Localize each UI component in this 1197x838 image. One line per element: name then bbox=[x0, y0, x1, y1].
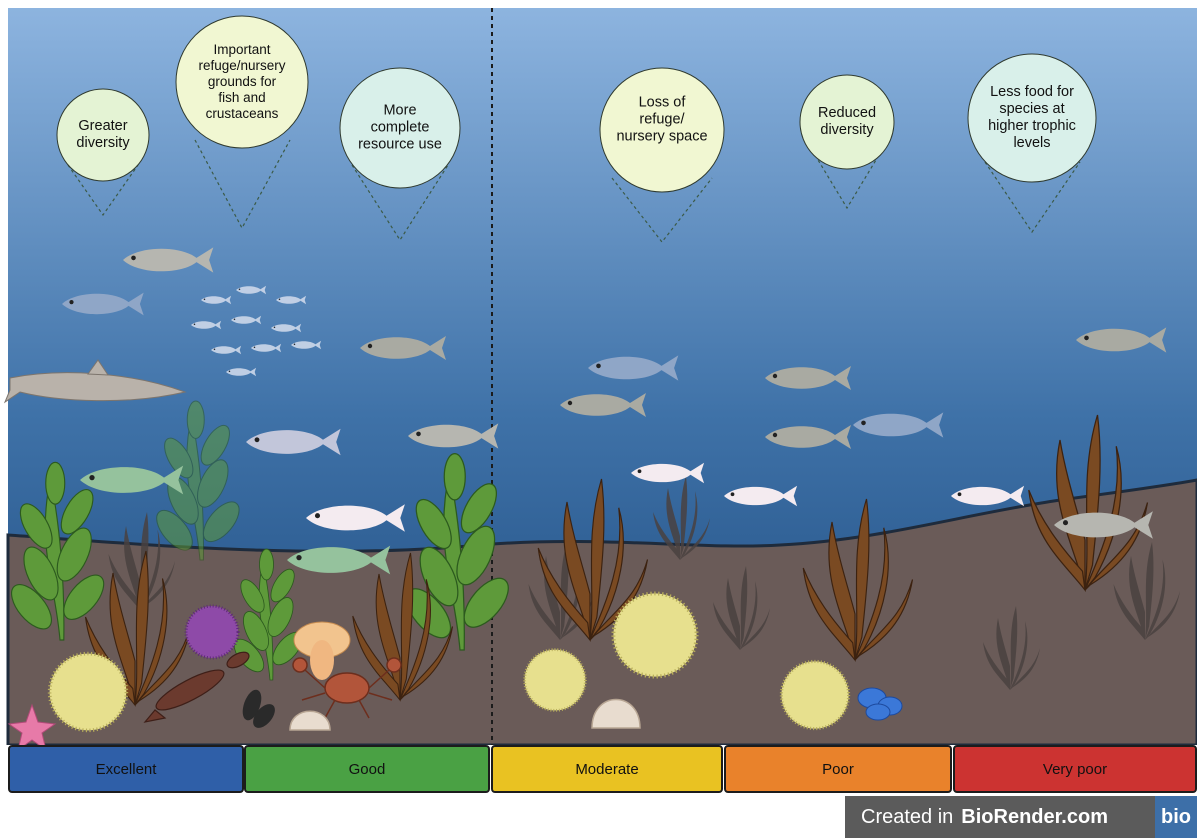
status-very-poor: Very poor bbox=[953, 745, 1197, 793]
biorender-logo: bio bbox=[1155, 796, 1197, 838]
callout-loss-of-refuge: Loss of refuge/ nursery space bbox=[616, 95, 707, 146]
credit-prefix: Created in bbox=[861, 806, 953, 829]
callout-resource-use: More complete resource use bbox=[358, 103, 442, 154]
status-good: Good bbox=[244, 745, 490, 793]
status-excellent: Excellent bbox=[8, 745, 244, 793]
callout-less-food: Less food for species at higher trophic … bbox=[988, 84, 1076, 152]
status-poor: Poor bbox=[724, 745, 952, 793]
callout-reduced-diversity: Reduced diversity bbox=[818, 105, 876, 139]
purple-urchin bbox=[186, 606, 238, 658]
status-moderate: Moderate bbox=[491, 745, 723, 793]
callout-greater-diversity: Greater diversity bbox=[76, 118, 129, 152]
callout-refuge-nursery: Important refuge/nursery grounds for fis… bbox=[198, 42, 285, 122]
credit-brand: BioRender.com bbox=[961, 806, 1108, 829]
biorender-credit[interactable]: Created in BioRender.com bio bbox=[845, 796, 1197, 838]
